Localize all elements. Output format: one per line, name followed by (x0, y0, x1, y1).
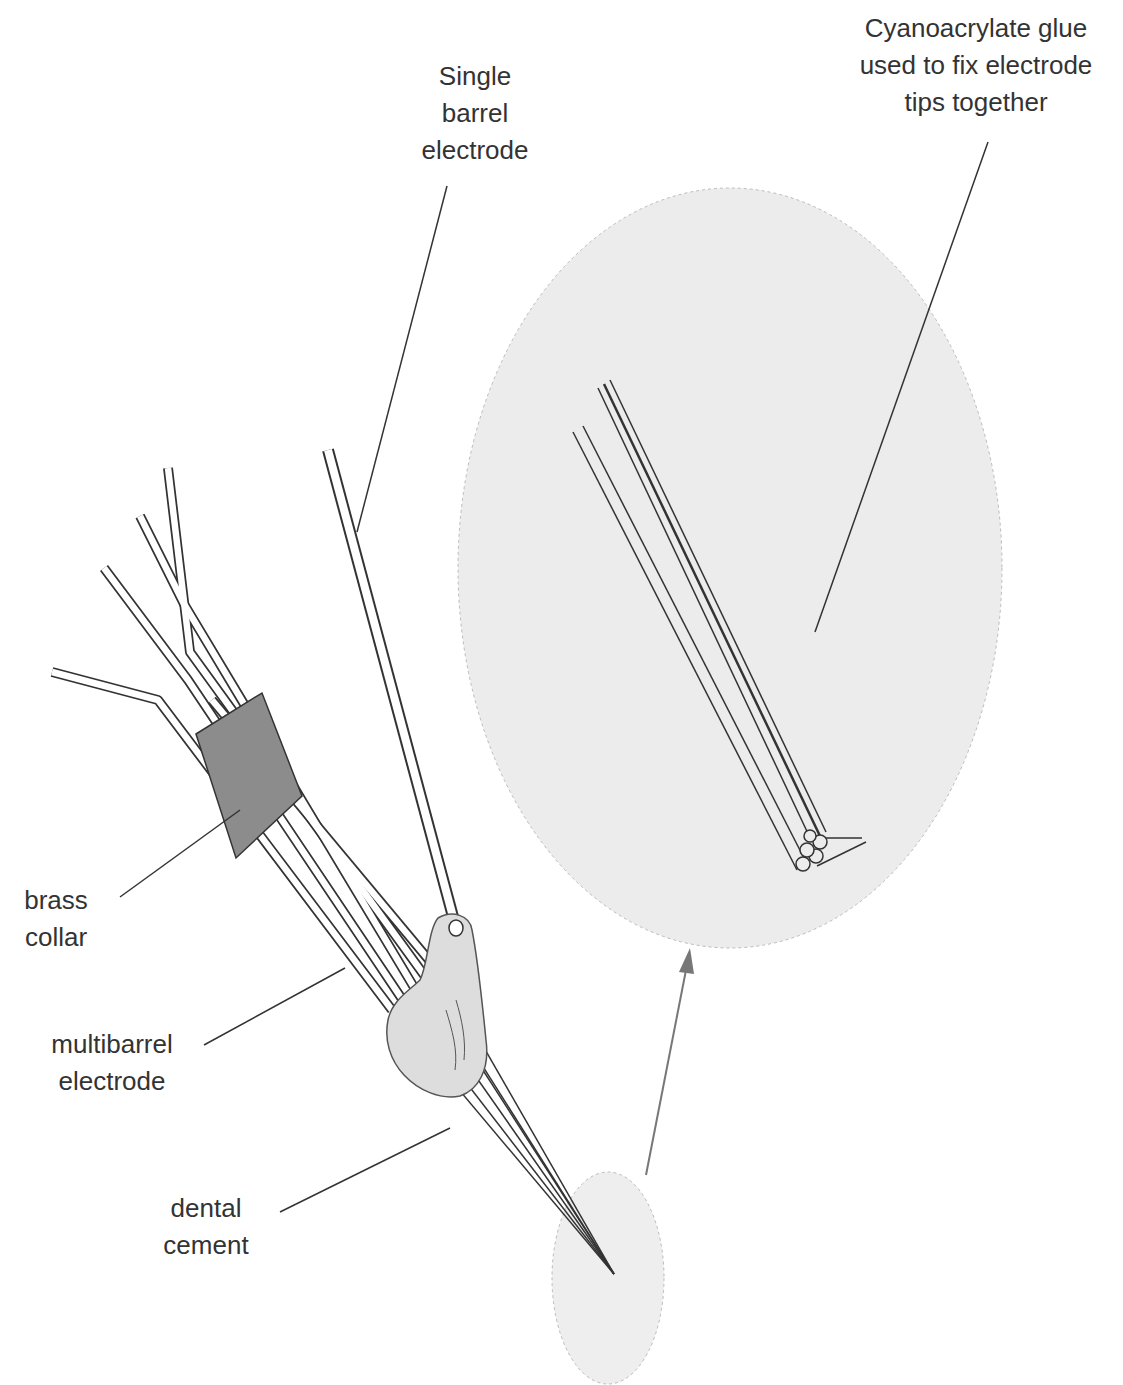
electrode-end (449, 920, 463, 936)
leader-lines (120, 142, 988, 1212)
cement-label: dental cement (146, 1190, 266, 1264)
multibarrel-label: multibarrel electrode (32, 1026, 192, 1100)
collar-label: brass collar (6, 882, 106, 956)
glue-label: Cyanoacrylate glue used to fix electrode… (836, 10, 1116, 121)
electrode-label: Single barrel electrode (407, 58, 543, 169)
magnified-view (458, 188, 1002, 948)
single-barrel-electrode (328, 450, 456, 928)
cement-texture (446, 1000, 465, 1070)
brass-collar (196, 693, 302, 858)
magnified-tips (573, 380, 866, 871)
dental-cement (387, 914, 487, 1097)
magnify-arrow (646, 948, 694, 1175)
multibarrel-tubes (52, 468, 614, 1274)
